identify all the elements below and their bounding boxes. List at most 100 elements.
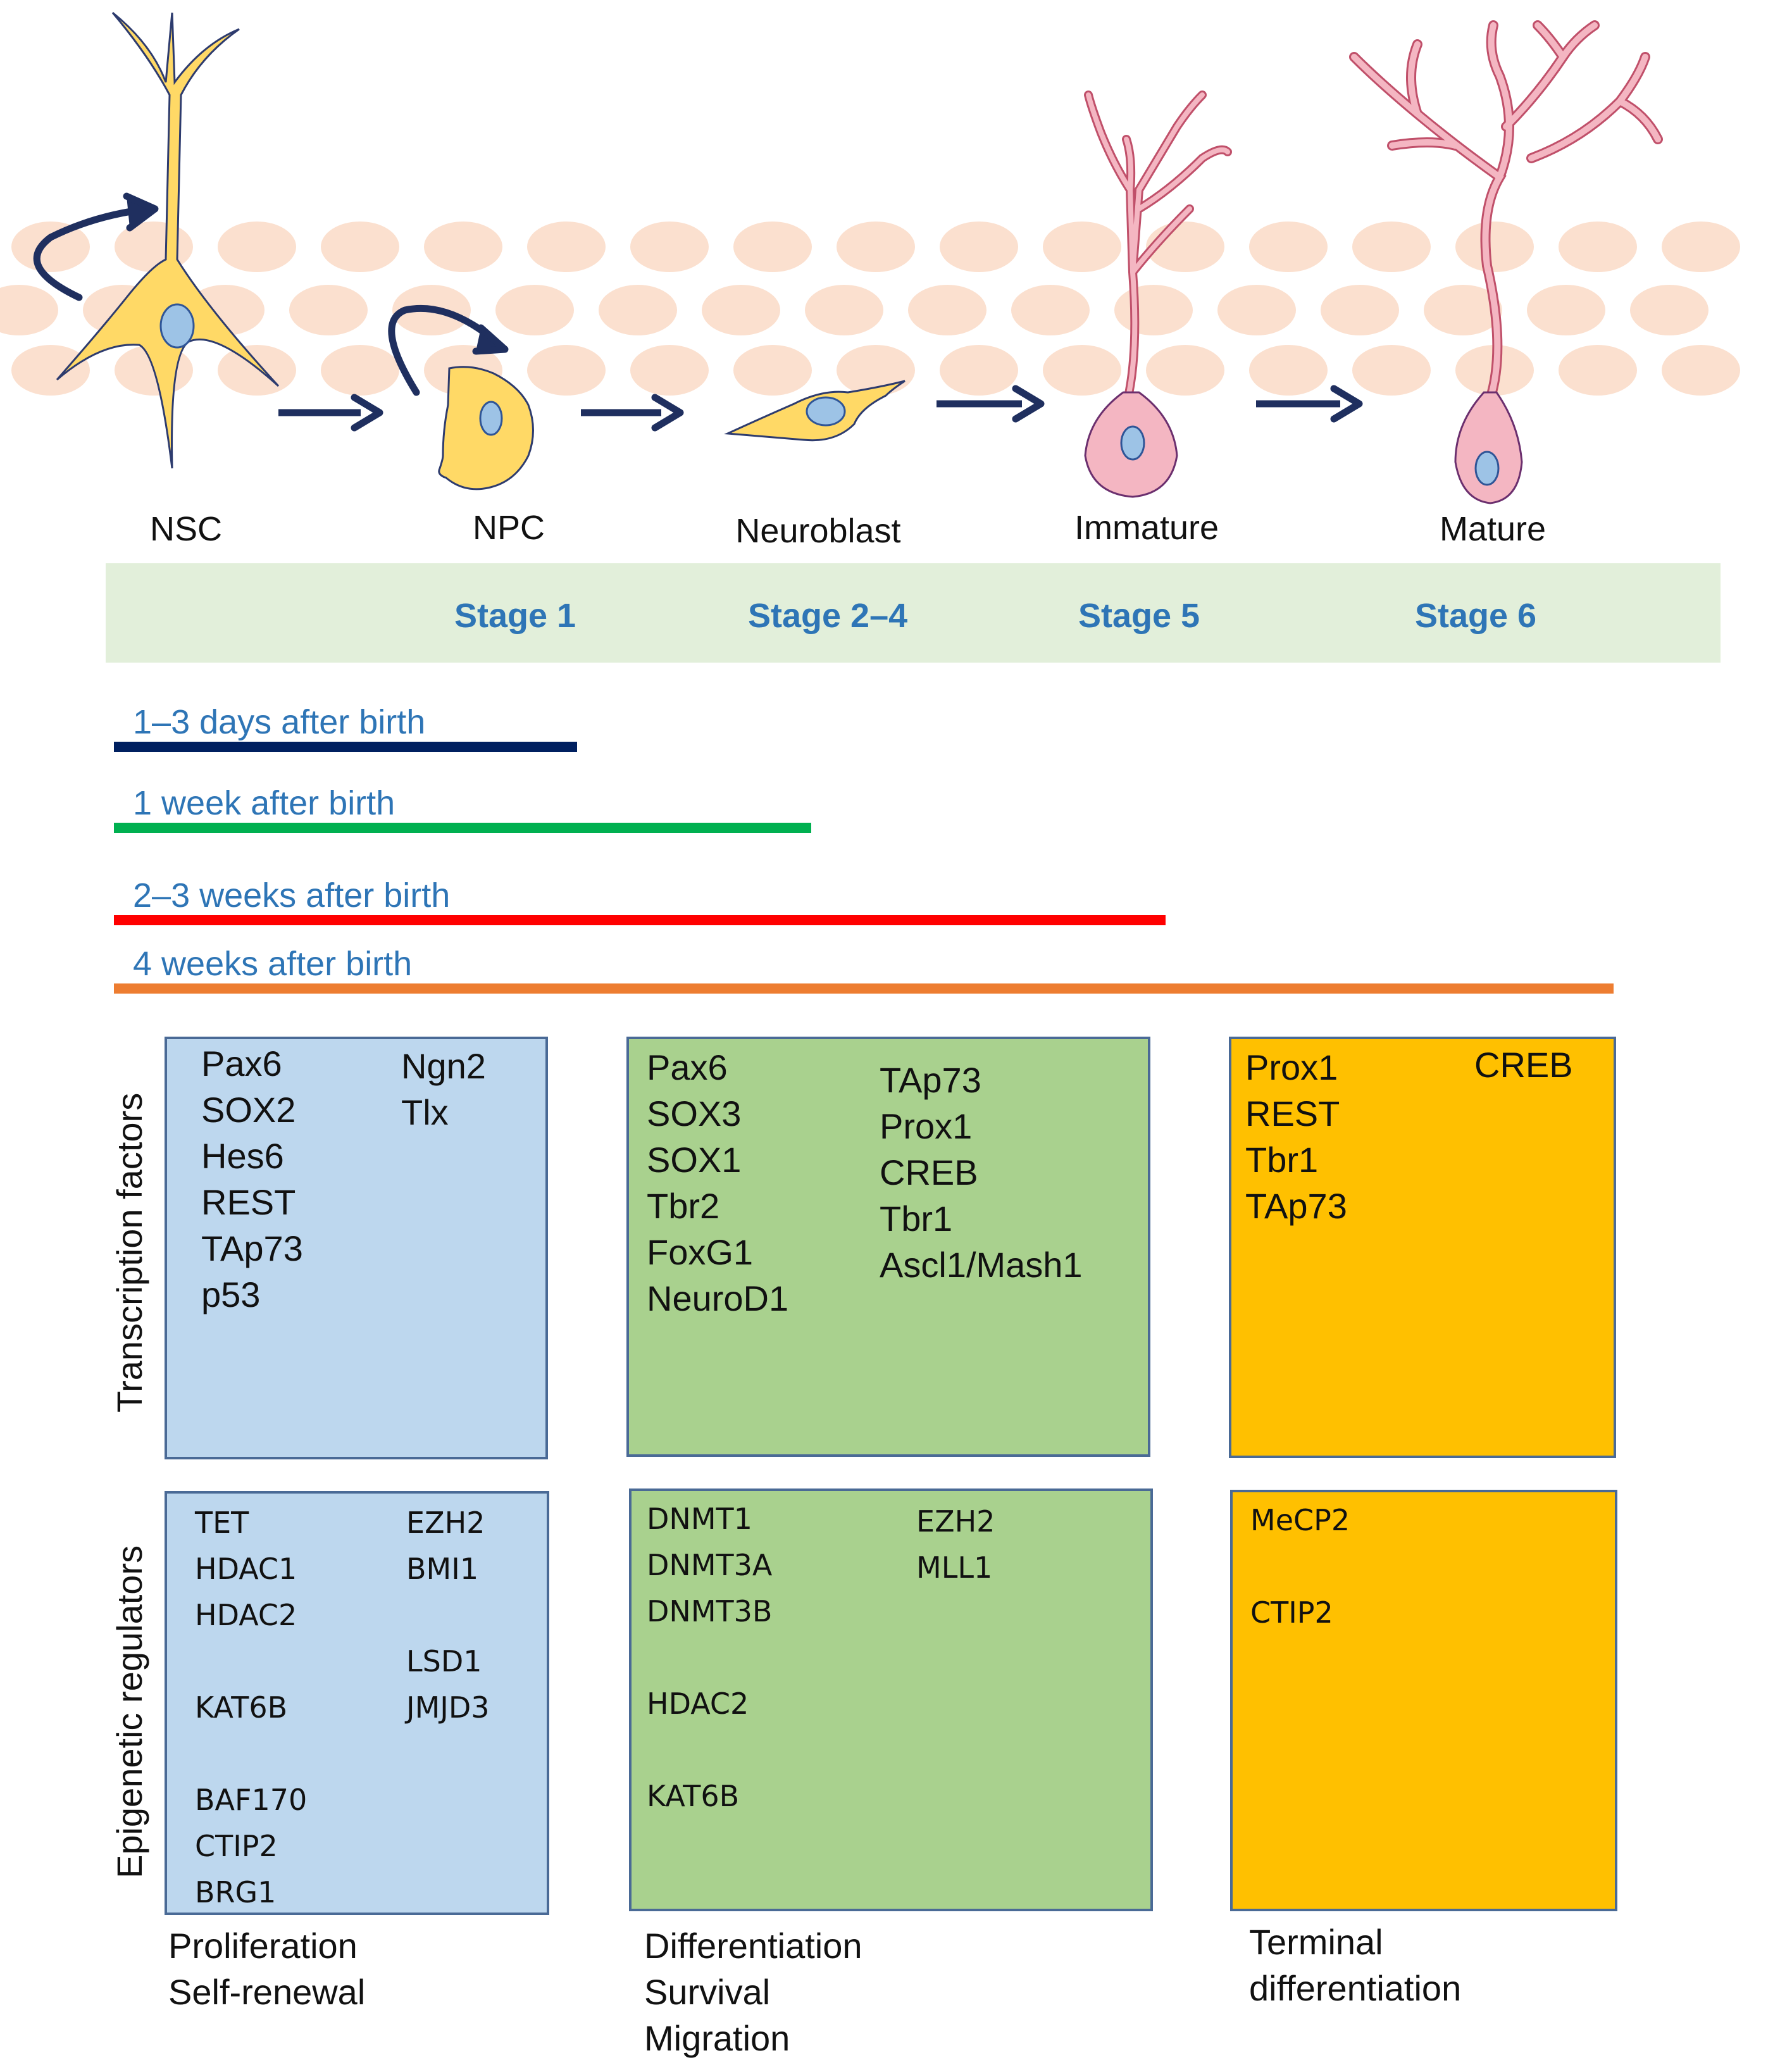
row-label-epigenetic-regulators: Epigenetic regulators: [109, 1545, 149, 1878]
progression-arrow-icon: [1256, 385, 1363, 423]
tf-list-terminal-right: CREB: [1474, 1042, 1573, 1088]
function-line: differentiation: [1249, 1968, 1462, 2008]
tissue-cell: [1559, 345, 1637, 396]
tissue-cell: [289, 285, 368, 335]
list-spacer: [195, 1638, 307, 1685]
function-line: Self-renewal: [168, 1972, 366, 2012]
progression-arrow-icon: [937, 385, 1045, 423]
regulator-creb: CREB: [880, 1152, 978, 1192]
tissue-cell: [527, 345, 606, 396]
tissue-cell: [1352, 345, 1431, 396]
function-terminal: Terminal differentiation: [1249, 1919, 1461, 2011]
regulator-sox2: SOX2: [201, 1090, 296, 1130]
regulator-ctip2: CTIP2: [1250, 1595, 1333, 1630]
list-spacer: [195, 1731, 307, 1777]
regulator-creb: CREB: [1474, 1045, 1573, 1085]
progression-arrow-icon: [278, 394, 383, 432]
tissue-layer: [0, 222, 1740, 396]
ep-list-terminal-left: MeCP2 CTIP2: [1250, 1497, 1350, 1636]
regulator-tap73: TAp73: [1245, 1186, 1347, 1226]
tissue-cell: [1114, 285, 1193, 335]
tissue-cell: [527, 222, 606, 272]
progression-arrow-icon: [581, 394, 684, 432]
cell-label-npc: NPC: [472, 509, 545, 547]
nucleus-icon: [479, 401, 503, 436]
self-renewal-arrow-icon: [33, 192, 159, 301]
tissue-cell: [11, 345, 90, 396]
nucleus-icon: [159, 303, 195, 349]
cell-label-mature: Mature: [1439, 510, 1547, 548]
regulator-sox3: SOX3: [647, 1094, 742, 1133]
tissue-cell: [321, 222, 399, 272]
tissue-cell: [1559, 222, 1637, 272]
regulator-ascl1-mash1: Ascl1/Mash1: [880, 1245, 1083, 1285]
tissue-cell: [1321, 285, 1399, 335]
tissue-cell: [1217, 285, 1296, 335]
npc-cell: [438, 366, 534, 490]
tissue-cell: [1249, 222, 1328, 272]
tissue-cell: [1146, 345, 1224, 396]
tissue-cell: [599, 285, 677, 335]
tissue-cell: [0, 285, 58, 335]
stage-band: [106, 563, 1721, 663]
regulator-tap73: TAp73: [880, 1060, 981, 1100]
tissue-cell: [1527, 285, 1605, 335]
tissue-cell: [702, 285, 780, 335]
timeline-line-4weeks: [114, 983, 1614, 994]
timeline-label-4weeks: 4 weeks after birth: [133, 945, 413, 983]
tissue-cell: [424, 222, 502, 272]
regulator-tet: TET: [195, 1506, 249, 1540]
regulator-baf170: BAF170: [195, 1783, 308, 1817]
tissue-cell: [630, 222, 709, 272]
list-spacer: [647, 1727, 772, 1773]
cell-label-immature: Immature: [1074, 509, 1219, 547]
function-line: Terminal: [1249, 1922, 1383, 1962]
regulator-tbr1: Tbr1: [1245, 1140, 1319, 1180]
regulator-hdac1: HDAC1: [195, 1552, 297, 1586]
regulator-bmi1: BMI1: [406, 1552, 479, 1586]
regulator-rest: REST: [1245, 1094, 1340, 1133]
tissue-cell: [940, 222, 1018, 272]
tissue-cell: [1424, 285, 1502, 335]
regulator-hes6: Hes6: [201, 1136, 284, 1176]
regulator-ngn2: Ngn2: [401, 1046, 486, 1086]
regulator-kat6b: KAT6B: [647, 1779, 740, 1813]
tissue-cell: [1352, 222, 1431, 272]
timeline-line-days: [114, 742, 577, 752]
nucleus-icon: [1474, 451, 1500, 486]
cell-label-neuroblast: Neuroblast: [735, 512, 901, 550]
regulator-neurod1: NeuroD1: [647, 1278, 789, 1318]
regulator-prox1: Prox1: [880, 1106, 973, 1146]
timeline-line-2-3weeks: [114, 915, 1166, 925]
stage-5-label: Stage 5: [1078, 597, 1200, 635]
row-label-transcription-factors: Transcription factors: [109, 1092, 149, 1413]
function-line: Migration: [644, 2018, 790, 2058]
regulator-ezh2: EZH2: [916, 1504, 995, 1538]
regulator-tlx: Tlx: [401, 1092, 449, 1132]
regulator-brg1: BRG1: [195, 1875, 277, 1909]
tissue-cell: [11, 222, 90, 272]
tissue-cell: [1249, 345, 1328, 396]
regulator-tbr1: Tbr1: [880, 1199, 953, 1239]
tissue-cell: [321, 345, 399, 396]
list-spacer: [1250, 1544, 1350, 1590]
stage-6-label: Stage 6: [1415, 597, 1537, 635]
regulator-kat6b: KAT6B: [195, 1690, 288, 1725]
list-spacer: [647, 1635, 772, 1681]
nsc-cell: [56, 11, 280, 469]
regulator-foxg1: FoxG1: [647, 1232, 754, 1272]
self-renewal-arrow-icon: [388, 304, 509, 396]
ep-box-terminal: MeCP2 CTIP2: [1230, 1490, 1617, 1911]
tissue-cell: [1043, 345, 1121, 396]
